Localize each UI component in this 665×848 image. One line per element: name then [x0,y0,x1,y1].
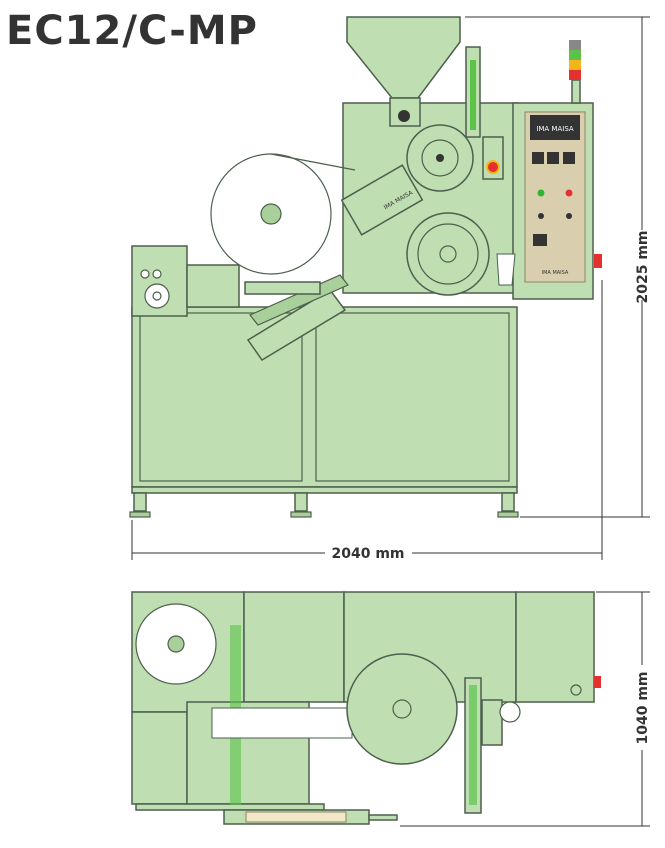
stop-button [565,189,573,197]
start-button [537,189,545,197]
svg-text:IMA MAISA: IMA MAISA [542,270,569,276]
hopper [346,16,461,99]
svg-text:IMA MAISA: IMA MAISA [536,125,574,133]
foot [497,511,519,518]
emergency-button [594,254,602,268]
model-title: EC12/C-MP [6,8,258,54]
beacon-yellow [569,60,581,70]
dimension-lines [131,16,650,827]
width-dimension: 2040 mm [331,546,404,562]
base-cabinet [131,306,518,488]
top-view [131,591,601,825]
beacon-red [569,70,581,80]
depth-dimension: 1040 mm [635,671,651,744]
foot [129,511,151,518]
foot [290,511,312,518]
transfer-wheel [406,212,490,296]
selector-knob [566,213,572,219]
beacon-green [569,50,581,60]
control-panel [524,111,586,283]
counter-display [533,234,547,246]
selector-knob [538,213,544,219]
front-view: IMA MAISA IMA MAISA [129,16,602,518]
ima-maisa-screen-logo [530,115,580,140]
height-dimension: 2025 mm [635,230,651,303]
